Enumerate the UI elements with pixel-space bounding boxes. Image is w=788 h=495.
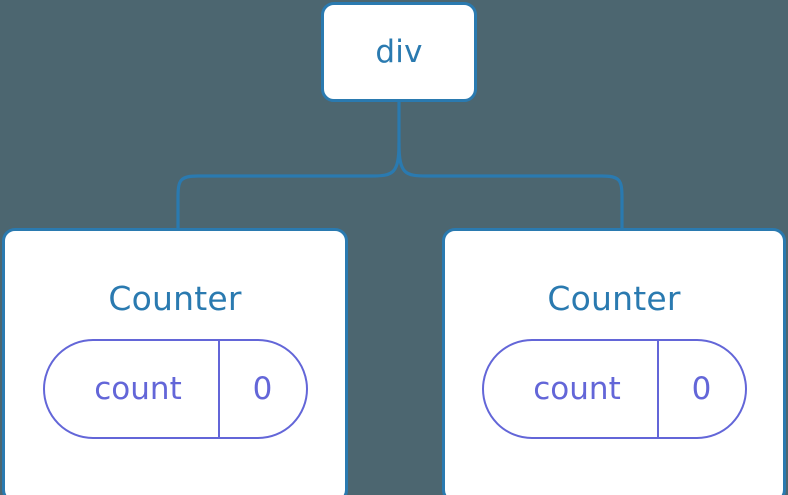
state-value-left: 0 [217,341,306,437]
node-counter-left[interactable]: Counter count 0 [2,228,348,495]
node-counter-right-label: Counter [547,279,681,318]
connector-branch-left [176,142,401,232]
state-pill-left[interactable]: count 0 [42,339,308,439]
node-div-label: div [375,33,423,70]
state-key-right: count [533,370,621,407]
connector-branch-right [397,142,624,232]
state-value-right: 0 [656,341,745,437]
state-key-left: count [94,370,182,407]
state-pill-right[interactable]: count 0 [481,339,747,439]
node-counter-left-label: Counter [108,279,242,318]
node-counter-right[interactable]: Counter count 0 [442,228,786,495]
node-div[interactable]: div [321,2,477,102]
